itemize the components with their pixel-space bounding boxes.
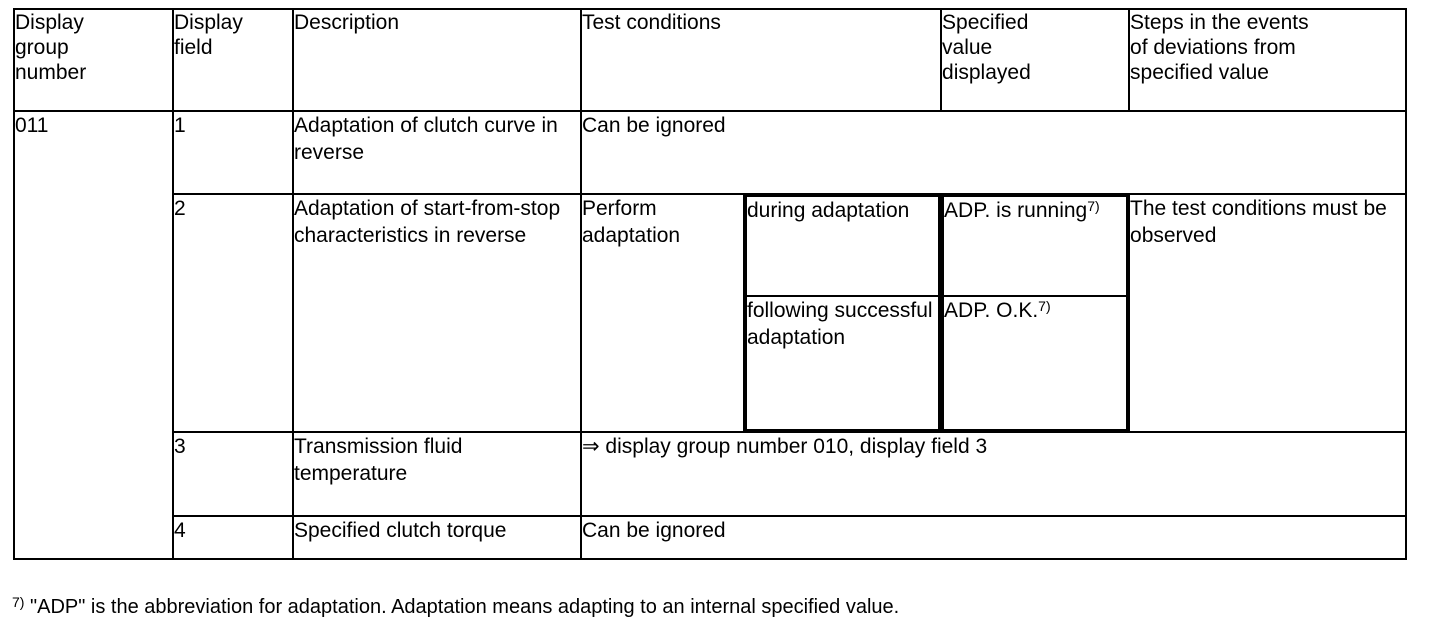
subrow-during-adaptation: during adaptation [744, 195, 941, 298]
cell-specified-value-running: ADP. is running7) [942, 195, 1129, 298]
cell-specified-value-subgroup: ADP. is running7) ADP. O.K.7) [940, 193, 1131, 434]
cell-display-field: 1 [172, 109, 294, 196]
specified-value-subtable: ADP. is running7) ADP. O.K.7) [942, 195, 1129, 432]
subrow-following-adaptation: following successful adaptation [744, 295, 941, 432]
header-description: Description [292, 8, 582, 112]
footnote-marker: 7) [1038, 298, 1051, 315]
footnote-marker: 7) [12, 594, 25, 610]
cell-display-group-number: 011 [13, 110, 174, 560]
table-header-row: Display group number Display field Descr… [13, 8, 1408, 112]
footnote: 7) "ADP" is the abbreviation for adaptat… [12, 594, 1412, 620]
cell-description: Adaptation of start-from-stop characteri… [292, 193, 582, 434]
table-row: 011 1 Adaptation of clutch curve in reve… [13, 109, 1408, 560]
cell-condition-following: following successful adaptation [744, 295, 941, 432]
specified-value-text-ok: ADP. O.K. [944, 299, 1039, 323]
cell-description: Transmission fluid temperature [292, 431, 582, 517]
cell-test-conditions: Can be ignored [579, 514, 1408, 561]
header-specified-value-displayed: Specified value displayed [940, 8, 1131, 112]
cell-specified-value-ok: ADP. O.K.7) [942, 295, 1129, 432]
cell-description: Adaptation of clutch curve in reverse [292, 109, 582, 196]
display-group-table: Display group number Display field Descr… [13, 8, 1408, 561]
cell-display-field: 3 [172, 431, 294, 517]
subrow-specified-value-ok: ADP. O.K.7) [942, 295, 1129, 432]
cell-test-conditions-action: Perform adaptation [580, 193, 745, 434]
footnote-text: "ADP" is the abbreviation for adaptation… [24, 596, 900, 618]
header-steps-deviations: Steps in the events of deviations from s… [1128, 8, 1408, 112]
table-row: 4 Specified clutch torque Can be ignored [14, 514, 1408, 561]
header-display-field: Display field [172, 8, 294, 112]
spec-table-container: Display group number Display field Descr… [13, 8, 1408, 561]
specified-value-text-running: ADP. is running [944, 199, 1088, 223]
cell-test-conditions: Can be ignored [579, 109, 1408, 196]
test-conditions-subtable: during adaptation following successful a… [744, 195, 941, 432]
cell-test-conditions-subgroup: during adaptation following successful a… [742, 193, 943, 434]
table-row: 3 Transmission fluid temperature ⇒ displ… [14, 431, 1408, 517]
cell-condition-during: during adaptation [744, 195, 941, 298]
footnote-marker: 7) [1087, 198, 1100, 215]
header-test-conditions: Test conditions [579, 8, 943, 112]
cell-test-conditions: ⇒ display group number 010, display fiel… [579, 431, 1408, 517]
header-display-group-number: Display group number [13, 8, 174, 112]
table-row: 2 Adaptation of start-from-stop characte… [14, 193, 1408, 434]
cell-display-field: 2 [172, 193, 294, 434]
cell-display-field: 4 [172, 514, 294, 561]
cell-steps-deviations: The test conditions must be observed [1128, 193, 1408, 434]
cell-description: Specified clutch torque [292, 514, 582, 561]
subrow-specified-value-running: ADP. is running7) [942, 195, 1129, 298]
